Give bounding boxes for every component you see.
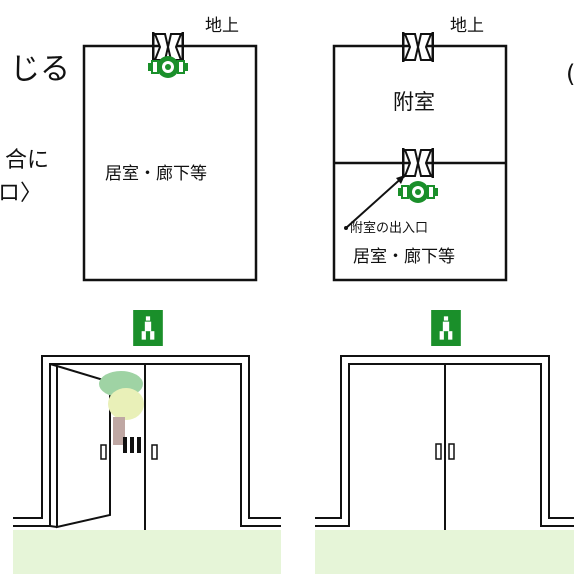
right-room-label: 居室・廊下等	[353, 247, 455, 267]
left-plan	[82, 30, 258, 282]
left-fragment-3: ロ〉	[0, 181, 43, 206]
left-above-ground-label: 地上	[205, 16, 239, 36]
pictogram-sign-icon	[133, 310, 163, 346]
right-above-ground-label: 地上	[450, 16, 484, 36]
floor-right	[315, 530, 574, 574]
floor-left	[13, 530, 281, 574]
left-door-elevation	[13, 355, 281, 530]
right-door-elevation	[315, 355, 574, 530]
left-fragment-2: 合に	[5, 148, 50, 173]
pictogram-sign-icon	[431, 310, 461, 346]
left-fragment-1: じる	[10, 52, 70, 87]
right-plan	[332, 30, 508, 282]
right-fragment: (	[566, 62, 574, 86]
left-room-label: 居室・廊下等	[105, 164, 207, 184]
anteroom-label: 附室	[393, 90, 435, 114]
entrance-label: 附室の出入口	[350, 221, 429, 236]
exit-fixture-icon	[398, 180, 438, 204]
